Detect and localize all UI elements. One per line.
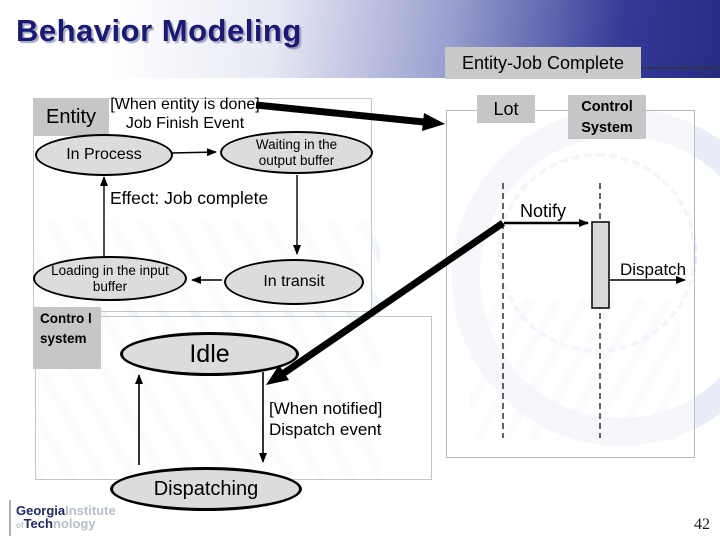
logo-georgia: Georgia [16, 503, 66, 518]
state-waiting-output-buffer: Waiting in the output buffer [220, 131, 373, 174]
message-dispatch-label: Dispatch [620, 260, 687, 279]
lifeline-control-system-label: Control System [568, 95, 646, 139]
state-idle: Idle [120, 332, 299, 376]
state-loading-input-buffer: Loading in the input buffer [33, 256, 187, 301]
entity-lane-label: Entity [33, 98, 109, 136]
control-system-lane-label: Contro l system [33, 307, 101, 369]
logo-nology: nology [52, 516, 96, 531]
logo-of: of [16, 521, 24, 530]
page-number: 42 [694, 516, 710, 533]
lifeline-lot-label: Lot [477, 95, 535, 123]
job-finish-event-note: [When entity is done] Job Finish Event [100, 95, 270, 133]
entity-job-complete-tag: Entity-Job Complete [445, 47, 641, 79]
state-dispatching: Dispatching [110, 467, 302, 511]
slide-title: Behavior Modeling [16, 13, 302, 48]
notified-note-line2: Dispatch event [269, 420, 382, 439]
sequence-diagram-frame [446, 110, 695, 458]
message-notify-label: Notify [520, 201, 567, 221]
logo-institute: Institute [65, 503, 116, 518]
effect-job-complete-note: Effect: Job complete [110, 188, 269, 208]
logo-tech: Tech [23, 516, 53, 531]
logo-mark [9, 500, 11, 536]
notified-note-line1: [When notified] [269, 399, 383, 418]
when-notified-note: [When notified] Dispatch event [269, 398, 382, 440]
event-note-line2: Job Finish Event [125, 115, 245, 132]
georgia-tech-logo: GeorgiaInstitute ofTechnology [16, 504, 116, 532]
state-in-transit: In transit [224, 259, 364, 305]
state-in-process: In Process [35, 134, 173, 176]
event-note-line1: [When entity is done] [110, 96, 260, 113]
